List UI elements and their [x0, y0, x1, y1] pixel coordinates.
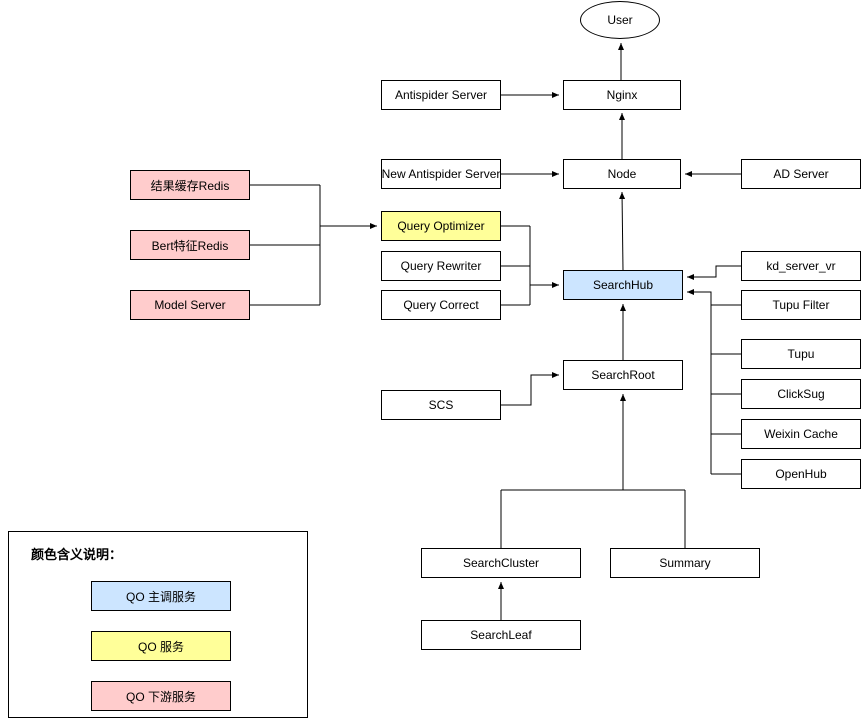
node-weixin-cache: Weixin Cache — [741, 419, 861, 449]
node-ad-server: AD Server — [741, 159, 861, 189]
node-new-antispider-server: New Antispider Server — [381, 159, 501, 189]
node-node: Node — [563, 159, 681, 189]
node-scs: SCS — [381, 390, 501, 420]
legend-item-qo-service: QO 服务 — [91, 631, 231, 661]
node-query-correct: Query Correct — [381, 290, 501, 320]
node-searchcluster: SearchCluster — [421, 548, 581, 578]
node-query-optimizer: Query Optimizer — [381, 211, 501, 241]
node-bert-feature-redis: Bert特征Redis — [130, 230, 250, 260]
node-tupu-filter: Tupu Filter — [741, 290, 861, 320]
node-summary: Summary — [610, 548, 760, 578]
node-kd-server-vr: kd_server_vr — [741, 251, 861, 281]
node-nginx: Nginx — [563, 80, 681, 110]
node-model-server: Model Server — [130, 290, 250, 320]
node-tupu: Tupu — [741, 339, 861, 369]
node-searchhub: SearchHub — [563, 270, 683, 300]
node-searchroot: SearchRoot — [563, 360, 683, 390]
legend-item-downstream-service: QO 下游服务 — [91, 681, 231, 711]
node-query-rewriter: Query Rewriter — [381, 251, 501, 281]
node-searchleaf: SearchLeaf — [421, 620, 581, 650]
node-openhub: OpenHub — [741, 459, 861, 489]
legend: 颜色含义说明： QO 主调服务 QO 服务 QO 下游服务 — [8, 531, 308, 718]
node-clicksug: ClickSug — [741, 379, 861, 409]
node-antispider-server: Antispider Server — [381, 80, 501, 110]
node-user: User — [580, 1, 660, 39]
legend-item-primary-service: QO 主调服务 — [91, 581, 231, 611]
node-result-cache-redis: 结果缓存Redis — [130, 170, 250, 200]
legend-title: 颜色含义说明： — [31, 547, 123, 562]
